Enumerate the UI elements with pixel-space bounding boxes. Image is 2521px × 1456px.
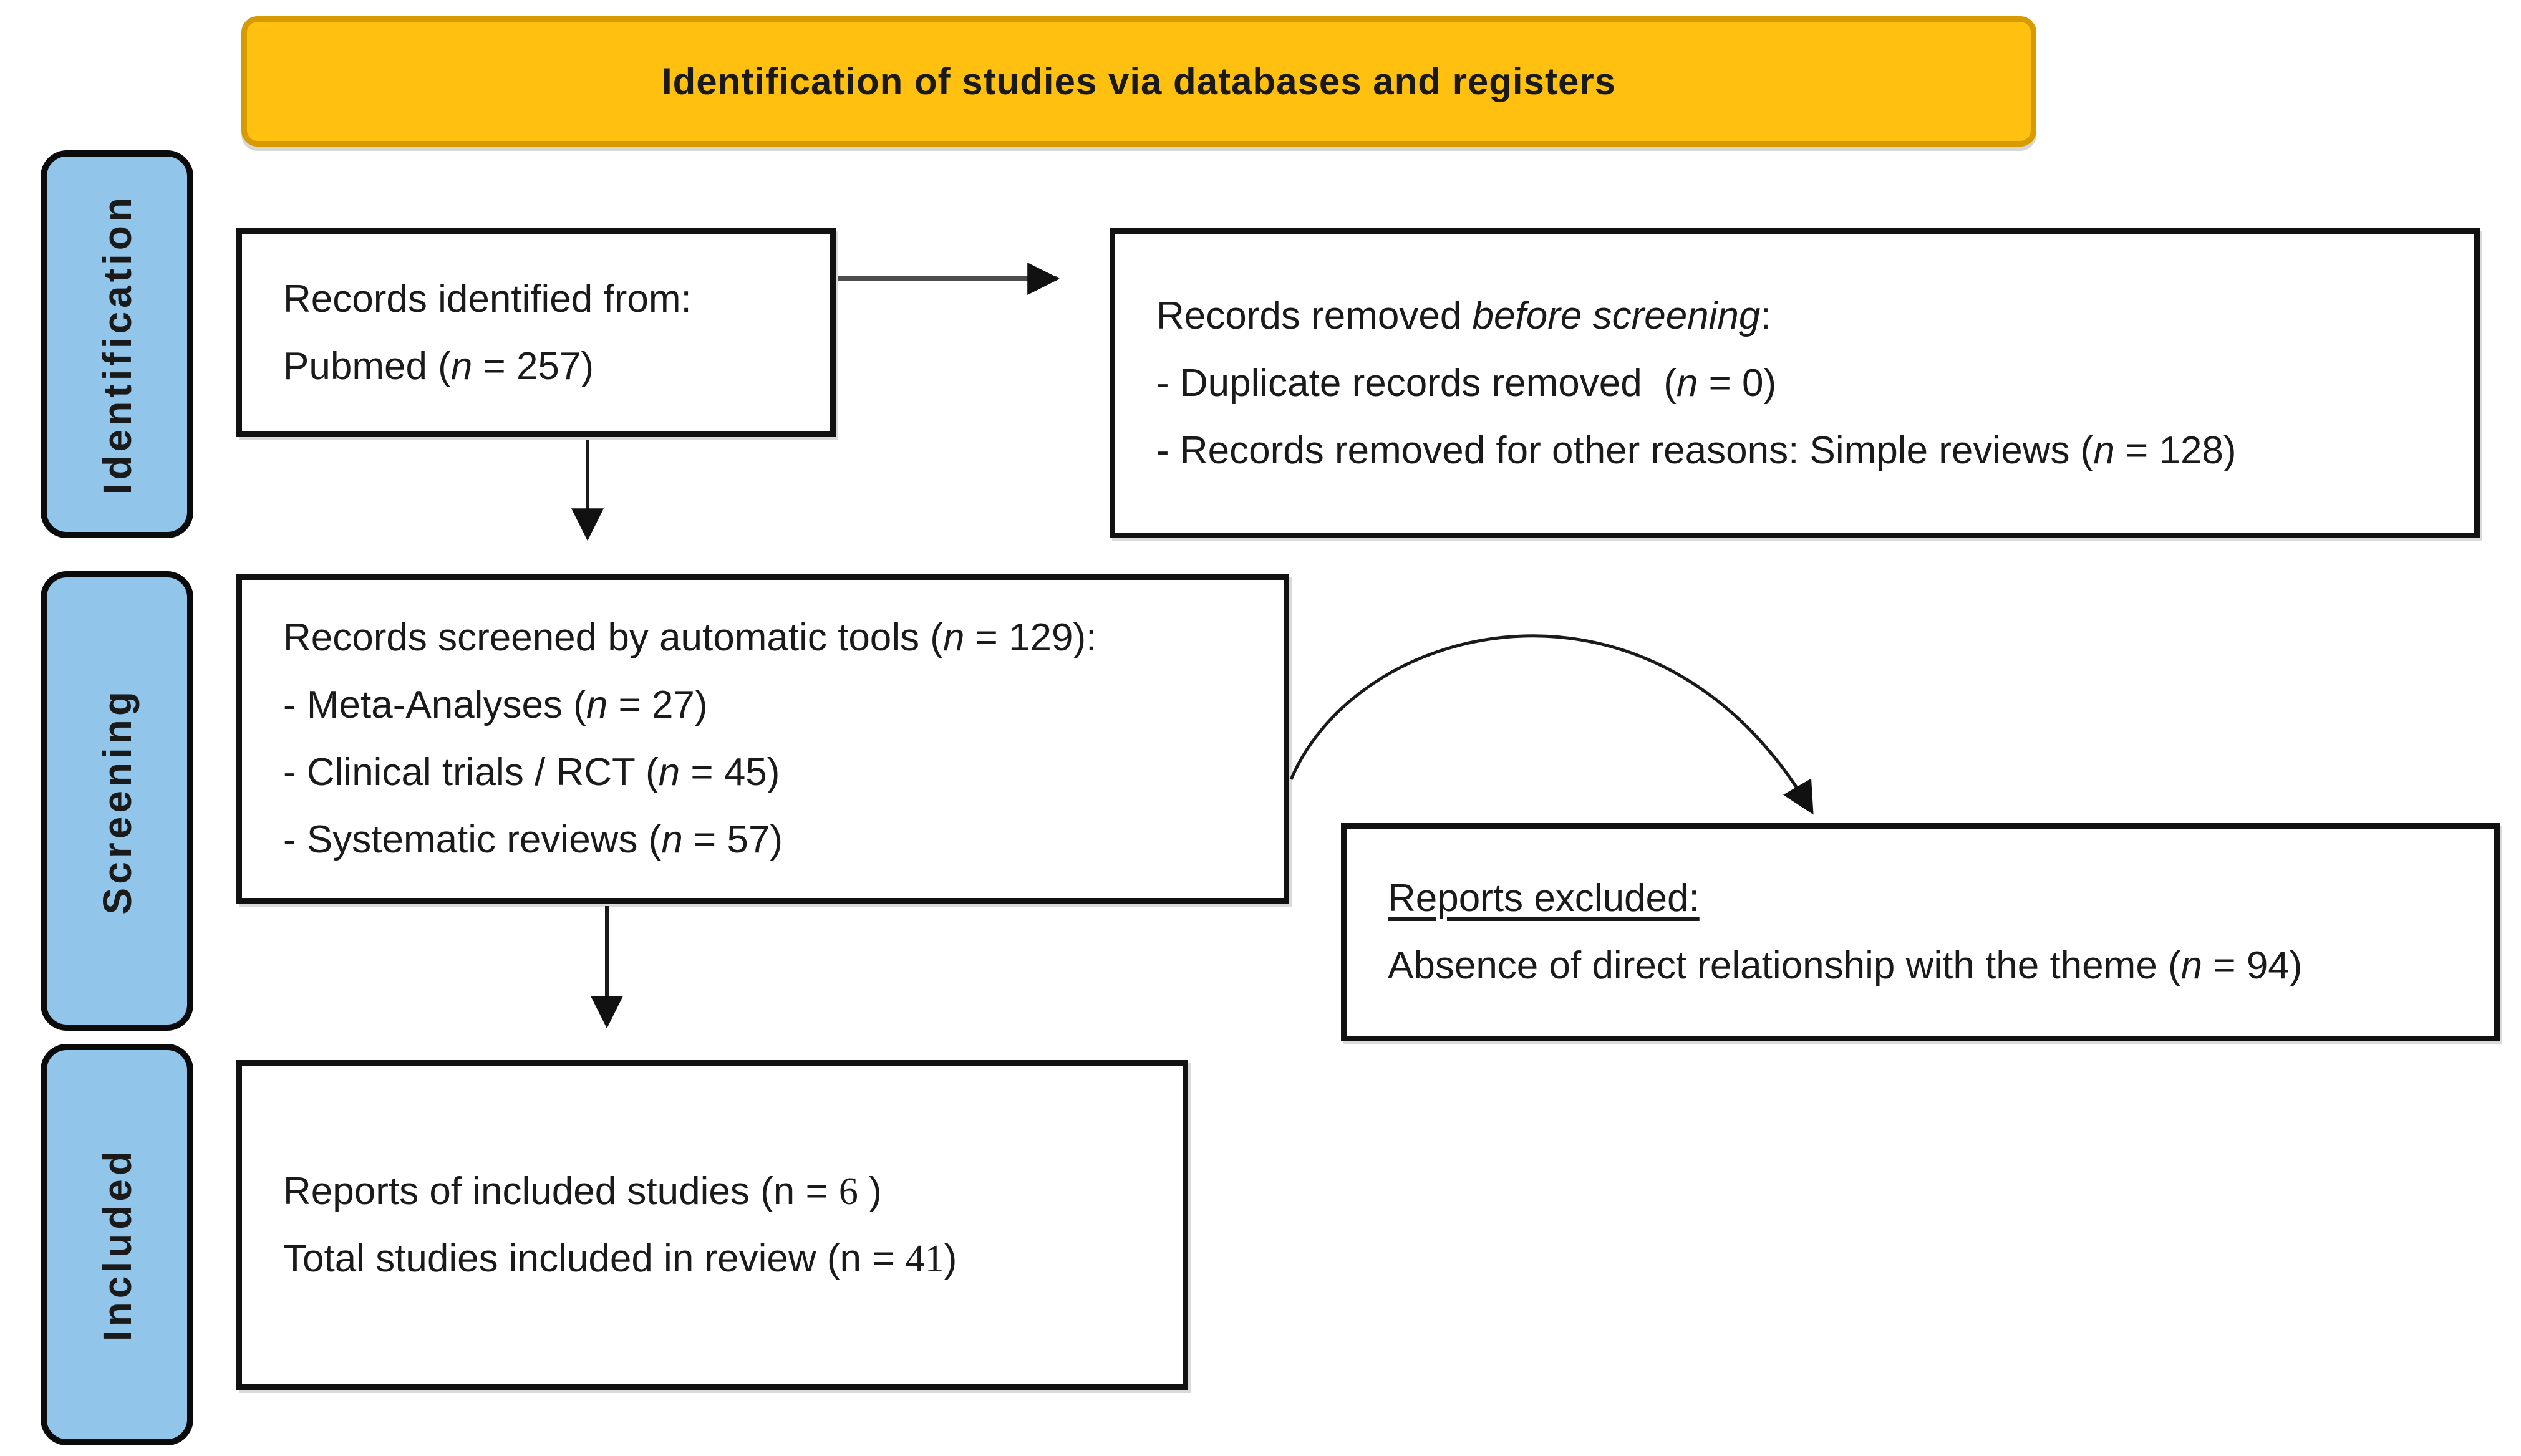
text-line: Absence of direct relationship with the … xyxy=(1388,944,2303,987)
stage-tab-included: Included xyxy=(41,1044,193,1445)
arrow-screened-to-excluded xyxy=(1289,634,1814,815)
stage-tab-screening: Screening xyxy=(41,571,193,1031)
text-line: Reports excluded: xyxy=(1388,877,1700,920)
text-line: Records removed before screening: xyxy=(1156,294,1771,337)
title-banner: Identification of studies via databases … xyxy=(241,16,2036,147)
text-line: Records identified from: xyxy=(283,277,692,321)
diagram-title: Identification of studies via databases … xyxy=(661,60,1617,102)
text-line: - Meta-Analyses (n = 27) xyxy=(283,683,708,726)
text-line: Reports of included studies (n = 6 ) xyxy=(283,1169,882,1213)
text-line: - Duplicate records removed (n = 0) xyxy=(1156,361,1777,405)
box-records-screened: Records screened by automatic tools (n =… xyxy=(236,574,1289,904)
text-line: - Records removed for other reasons: Sim… xyxy=(1156,428,2237,472)
text-line: - Clinical trials / RCT (n = 45) xyxy=(283,751,780,794)
stage-label-included: Included xyxy=(94,1147,140,1342)
text-line: - Systematic reviews (n = 57) xyxy=(283,818,783,861)
box-records-identified: Records identified from: Pubmed (n = 257) xyxy=(236,228,836,437)
stage-label-identification: Identification xyxy=(94,193,140,495)
box-records-removed-before-screening: Records removed before screening: - Dupli… xyxy=(1110,228,2480,538)
text-line: Records screened by automatic tools (n =… xyxy=(283,616,1097,659)
text-line: Total studies included in review (n = 41… xyxy=(283,1237,957,1280)
stage-label-screening: Screening xyxy=(94,687,140,915)
text-line: Pubmed (n = 257) xyxy=(283,344,594,388)
box-studies-included: Reports of included studies (n = 6 ) Tota… xyxy=(236,1060,1188,1390)
box-reports-excluded: Reports excluded: Absence of direct relat… xyxy=(1341,823,2500,1041)
stage-tab-identification: Identification xyxy=(41,150,193,538)
